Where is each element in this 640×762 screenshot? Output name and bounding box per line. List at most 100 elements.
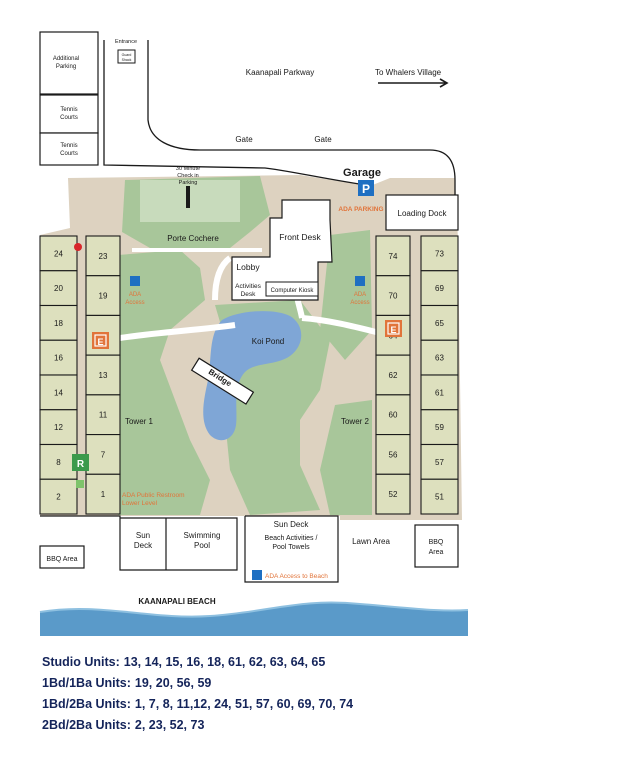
unit-number: 63 bbox=[435, 354, 444, 363]
unit-number: 60 bbox=[389, 411, 398, 420]
unit-box bbox=[39, 235, 78, 272]
ada-access-right-2: Access bbox=[350, 300, 369, 306]
legend-value: 19, 20, 56, 59 bbox=[134, 676, 212, 690]
sun-deck-left-2: Deck bbox=[134, 541, 153, 550]
pool-outline bbox=[40, 515, 339, 583]
tennis-label-2b: Courts bbox=[60, 151, 78, 157]
legend-label: 1Bd/2Ba Units: bbox=[42, 697, 131, 711]
road-outline bbox=[147, 40, 456, 195]
front-desk-label: Front Desk bbox=[279, 232, 321, 242]
beach-activities-2: Pool Towels bbox=[272, 544, 310, 551]
guard-shack-label-2: Shack bbox=[122, 58, 132, 62]
tennis-label-2a: Tennis bbox=[60, 143, 77, 149]
additional-parking-label-2: Parking bbox=[56, 64, 76, 70]
unit-box bbox=[420, 478, 459, 515]
swimming-pool-1: Swimming bbox=[184, 531, 221, 540]
unit-number: 8 bbox=[56, 458, 61, 467]
legend-label: Studio Units: bbox=[42, 655, 120, 669]
bbq-area-left bbox=[39, 545, 85, 569]
red-dot-marker bbox=[74, 243, 82, 251]
bridge bbox=[190, 357, 255, 405]
ada-parking-label: ADA PARKING bbox=[338, 206, 383, 213]
guard-shack bbox=[117, 49, 136, 64]
whalers-label: To Whalers Village bbox=[375, 68, 442, 77]
loading-dock bbox=[385, 194, 459, 231]
guard-shack-label: Guard bbox=[122, 53, 132, 57]
unit-box bbox=[85, 235, 121, 277]
ada-restroom-label-2: Lower Level bbox=[122, 500, 158, 507]
tower1-label: Tower 1 bbox=[125, 417, 154, 426]
legend-row-1bd1ba: 1Bd/1Ba Units:19, 20, 56, 59 bbox=[42, 673, 602, 694]
legend-row-1bd2ba: 1Bd/2Ba Units:1, 7, 8, 11,12, 24, 51, 57… bbox=[42, 694, 602, 715]
unit-number: 20 bbox=[54, 284, 63, 293]
unit-number: 56 bbox=[389, 450, 398, 459]
unit-number: 52 bbox=[389, 490, 398, 499]
beach-activities-1: Beach Activities / bbox=[265, 535, 318, 542]
unit-box bbox=[420, 409, 459, 446]
unit-number: 12 bbox=[54, 423, 63, 432]
resort-map: Bridge Additional Parking Tennis Courts … bbox=[39, 31, 469, 636]
walkway-main bbox=[119, 255, 381, 341]
ada-access-right-1: ADA bbox=[354, 292, 366, 298]
ada-icon-left bbox=[130, 276, 140, 286]
parking-icon-label: P bbox=[362, 182, 370, 196]
elevator-label-tower2: E bbox=[390, 325, 396, 335]
unit-number: 13 bbox=[99, 371, 108, 380]
koi-pond bbox=[203, 311, 302, 441]
entrance-label: Entrance bbox=[115, 39, 137, 45]
sun-deck-left-1: Sun bbox=[136, 531, 150, 540]
unit-number: 23 bbox=[99, 252, 108, 261]
ada-access-left-2: Access bbox=[125, 300, 144, 306]
unit-number: 65 bbox=[435, 319, 444, 328]
unit-number: 2 bbox=[56, 493, 61, 502]
unit-number: 18 bbox=[54, 319, 63, 328]
unit-box bbox=[420, 270, 459, 307]
legend-value: 2, 23, 52, 73 bbox=[134, 718, 205, 732]
unit-number: 1 bbox=[101, 490, 106, 499]
unit-box bbox=[420, 443, 459, 480]
garage-label: Garage bbox=[343, 167, 381, 179]
legend-row-studio: Studio Units:13, 14, 15, 16, 18, 61, 62,… bbox=[42, 652, 602, 673]
road-inner bbox=[103, 40, 373, 187]
sun-deck-center-label: Sun Deck bbox=[274, 520, 310, 529]
unit-number: 51 bbox=[435, 493, 444, 502]
beach-label: KAANAPALI BEACH bbox=[138, 597, 215, 606]
legend-label: 1Bd/1Ba Units: bbox=[42, 676, 131, 690]
unit-number: 59 bbox=[435, 423, 444, 432]
unit-number: 24 bbox=[54, 249, 63, 258]
ada-icon-right bbox=[355, 276, 365, 286]
gate-right-label: Gate bbox=[314, 135, 332, 144]
tower2-inner-units: 74706462605652 bbox=[375, 235, 411, 515]
bbq-right-label-2: Area bbox=[429, 549, 444, 556]
parking-icon bbox=[358, 180, 374, 196]
unit-box bbox=[375, 473, 411, 515]
unit-box bbox=[375, 434, 411, 475]
tennis-court-2 bbox=[39, 132, 99, 166]
additional-parking-label: Additional bbox=[53, 56, 79, 62]
elevator-label-tower1: E bbox=[97, 337, 103, 347]
lawn-southeast bbox=[320, 400, 372, 515]
bbq-left-label: BBQ Area bbox=[46, 556, 77, 563]
koi-pond-label: Koi Pond bbox=[252, 337, 284, 346]
bbq-right-label-1: BBQ bbox=[429, 539, 444, 546]
unit-number: 62 bbox=[389, 371, 398, 380]
tower2-label: Tower 2 bbox=[341, 417, 370, 426]
unit-number: 74 bbox=[389, 252, 398, 261]
checkin-label-3: Parking bbox=[179, 180, 198, 186]
checkin-post bbox=[186, 186, 190, 208]
unit-box bbox=[85, 354, 121, 396]
legend-label: 2Bd/2Ba Units: bbox=[42, 718, 131, 732]
restroom-icon bbox=[72, 454, 89, 471]
road-label: Kaanapali Parkway bbox=[246, 68, 314, 77]
restroom-marker bbox=[76, 480, 84, 488]
porte-cochere-label: Porte Cochere bbox=[167, 234, 219, 243]
legend-value: 1, 7, 8, 11,12, 24, 51, 57, 60, 69, 70, … bbox=[134, 697, 354, 711]
unit-box bbox=[85, 473, 121, 515]
tennis-label-1a: Tennis bbox=[60, 107, 77, 113]
ada-beach-icon bbox=[252, 570, 262, 580]
legend-value: 13, 14, 15, 16, 18, 61, 62, 63, 64, 65 bbox=[123, 655, 326, 669]
unit-number: 14 bbox=[54, 388, 63, 397]
unit-box bbox=[39, 478, 78, 515]
